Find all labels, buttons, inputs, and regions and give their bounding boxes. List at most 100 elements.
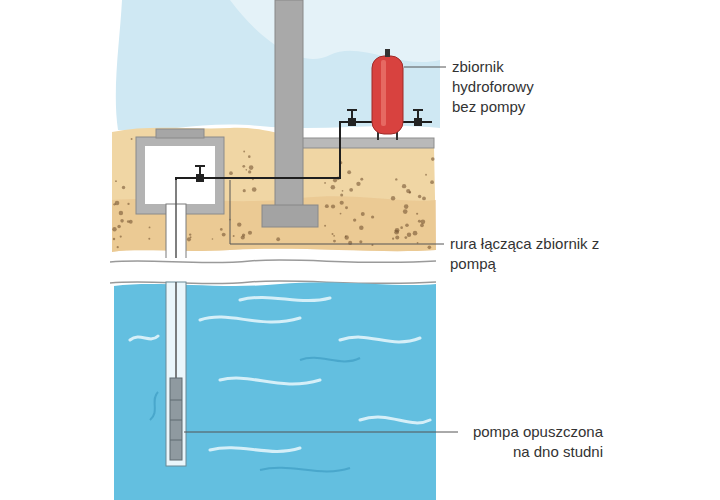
tank-valve: [385, 49, 390, 57]
sky-light: [230, 0, 440, 62]
leader-line: [230, 180, 444, 244]
soil-speckle: [345, 206, 348, 209]
soil-speckle: [243, 151, 245, 153]
soil-speckle: [353, 218, 356, 221]
soil-speckle: [359, 240, 362, 243]
soil-speckle: [340, 194, 343, 197]
soil-speckle: [112, 227, 116, 231]
submersible-pump: [170, 378, 182, 460]
soil-speckle: [418, 195, 421, 198]
soil-speckle: [356, 182, 360, 186]
pump-segment: [170, 420, 182, 421]
soil-speckles: [112, 138, 434, 249]
soil-speckle: [333, 240, 336, 243]
valve-stem: [199, 166, 201, 174]
tank-highlight: [381, 60, 386, 126]
soil-speckle: [391, 196, 395, 200]
soil-speckle: [117, 225, 120, 228]
break-line: [110, 260, 436, 263]
leader-line: [404, 67, 446, 68]
soil-speckle: [233, 235, 235, 237]
soil-speckle: [418, 220, 421, 223]
soil-speckle: [331, 204, 335, 208]
valve: [195, 166, 205, 182]
soil-speckle: [405, 223, 409, 227]
soil-speckle: [349, 188, 353, 192]
soil-speckle: [115, 180, 117, 182]
soil-speckle: [406, 189, 410, 193]
soil-speckle: [331, 185, 336, 190]
valve-stem: [351, 110, 353, 118]
valve-handle: [413, 109, 423, 111]
soil-speckle: [347, 170, 351, 174]
soil-speckle: [416, 213, 418, 215]
soil-speckle: [189, 233, 191, 235]
soil-speckle: [417, 242, 419, 244]
soil-speckle: [395, 235, 399, 239]
break-line: [110, 281, 436, 284]
soil-speckle: [425, 174, 427, 176]
soil-speckle: [190, 236, 192, 238]
soil-speckle: [119, 211, 123, 215]
soil-speckle: [332, 233, 334, 235]
soil-speckle: [392, 238, 394, 240]
soil-speckle: [149, 226, 151, 228]
soil-speckle: [252, 187, 257, 192]
groundwater: [114, 282, 436, 500]
soil-speckle: [430, 180, 434, 184]
soil-speckle: [371, 215, 374, 218]
soil-speckle: [422, 197, 426, 201]
soil-speckle: [113, 238, 116, 241]
soil-speckle: [421, 220, 426, 225]
soil-speckle: [212, 238, 214, 240]
soil-speckle: [395, 228, 400, 233]
valve-body: [414, 118, 422, 126]
soil-speckle: [431, 157, 435, 161]
soil-speckle: [187, 237, 191, 241]
soil-speckle: [340, 213, 342, 215]
soil-speckle: [245, 169, 247, 171]
soil-speckle: [117, 246, 119, 248]
soil-speckle: [403, 209, 408, 214]
soil-speckle: [248, 155, 251, 158]
valve-body: [196, 174, 204, 182]
pillar-footing: [262, 205, 318, 227]
soil-speckle: [428, 246, 432, 250]
pump-segment: [170, 400, 182, 401]
pump-segment: [170, 440, 182, 441]
soil-speckle: [131, 138, 133, 140]
riser-pipe: [175, 180, 177, 260]
break-gap: [100, 258, 445, 284]
soil-speckle: [127, 220, 130, 223]
soil-speckle: [243, 189, 246, 192]
valve-handle: [347, 109, 357, 111]
soil-speckle: [249, 165, 254, 170]
soil-speckle: [220, 228, 223, 231]
soil-speckle: [413, 231, 418, 236]
soil-speckle: [248, 231, 252, 235]
soil-speckle: [342, 190, 344, 192]
well-casing: [166, 282, 186, 466]
soil-speckle: [276, 237, 280, 241]
soil-speckle: [340, 201, 344, 205]
soil-speckle: [241, 235, 245, 239]
valve: [347, 110, 357, 126]
valve-handle: [195, 165, 205, 167]
soil-speckle: [361, 212, 365, 216]
soil-speckle: [407, 233, 411, 237]
floor-slab: [300, 138, 434, 148]
soil-speckle: [115, 201, 120, 206]
soil-speckle: [120, 236, 122, 238]
soil-speckle: [229, 171, 233, 175]
soil-speckle: [148, 238, 150, 240]
well-lid: [156, 129, 204, 138]
connecting-pipe: [176, 122, 373, 180]
well-chamber-interior: [145, 146, 215, 204]
valve: [413, 110, 423, 126]
soil-speckle: [122, 186, 125, 189]
soil-speckle: [400, 226, 403, 229]
soil-speckle: [360, 178, 363, 181]
